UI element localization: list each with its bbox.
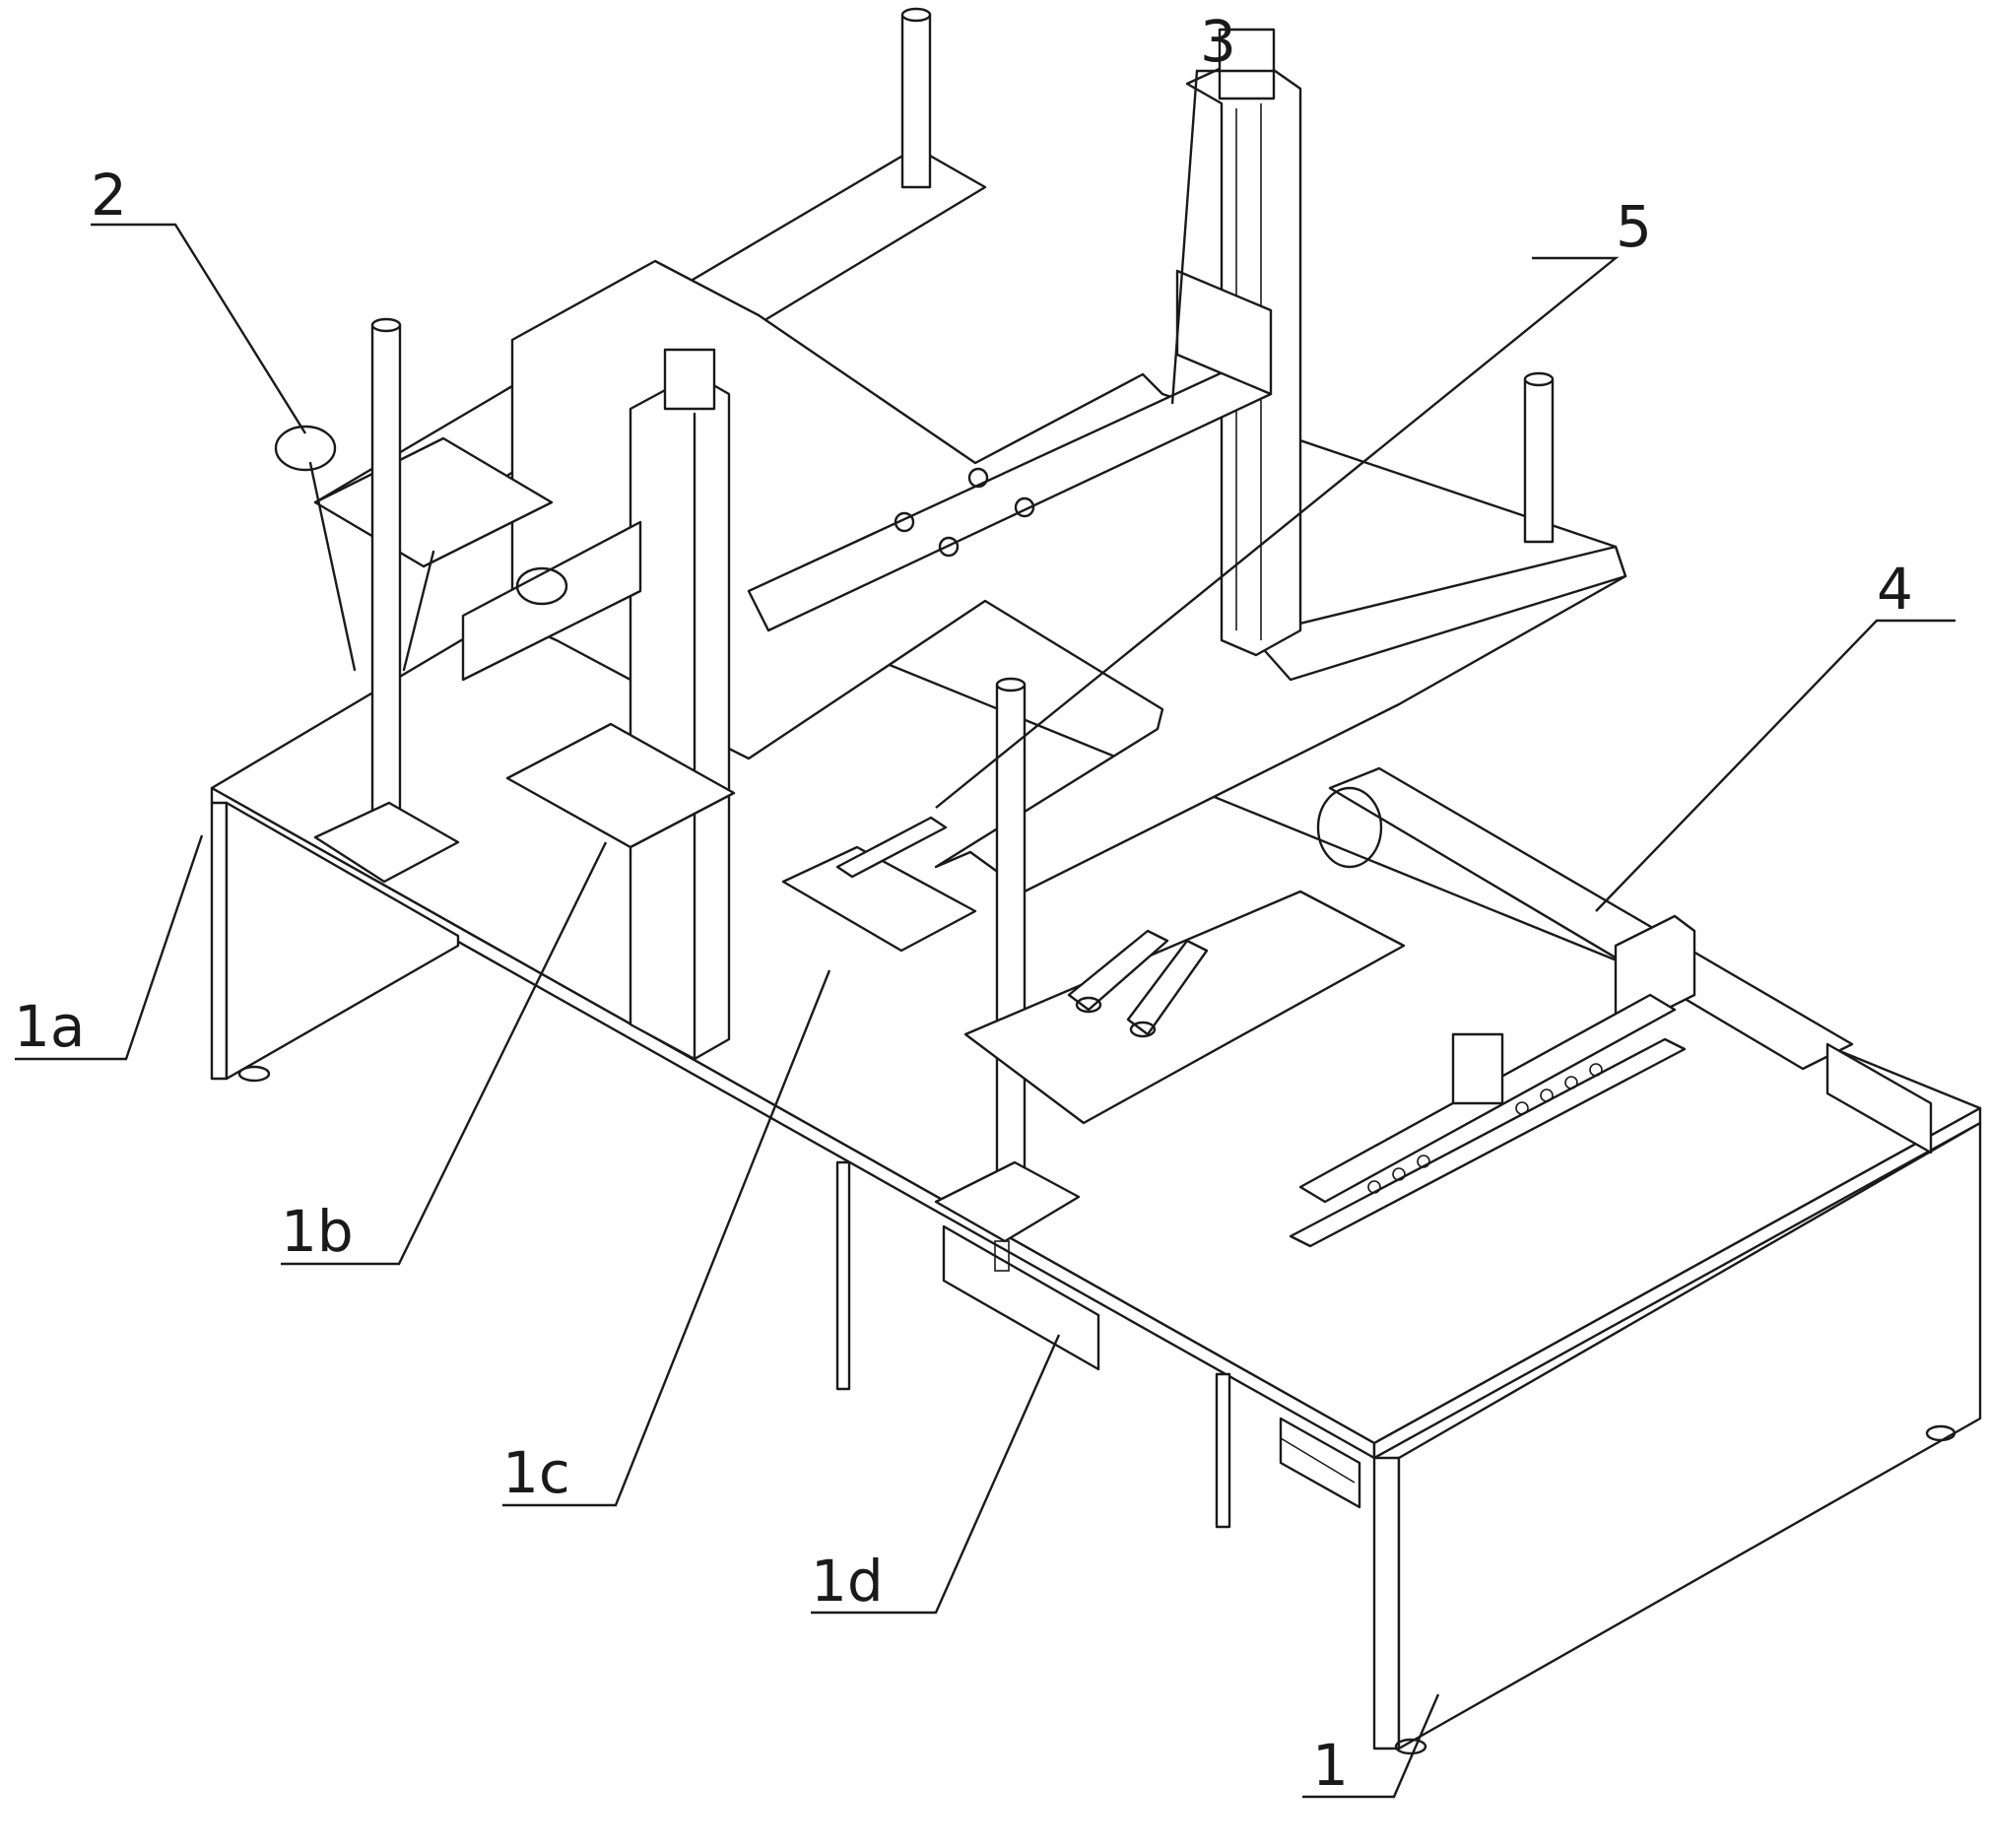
- leader-5: [935, 256, 1620, 809]
- callout-3: 3: [1200, 8, 1236, 75]
- callout-5: 5: [1616, 193, 1652, 260]
- carrier-plate: [1289, 993, 1687, 1248]
- leader-1c: [502, 969, 831, 1507]
- upper-frame: [313, 146, 1627, 893]
- roller-assembly: [274, 425, 642, 682]
- callout-4: 4: [1877, 556, 1913, 623]
- leader-4: [1595, 619, 1956, 912]
- cross-beam: [747, 269, 1273, 632]
- table-frame: [210, 550, 1982, 1755]
- leader-3: [1170, 69, 1275, 405]
- callout-1: 1: [1312, 1732, 1349, 1799]
- leader-1a: [15, 834, 204, 1061]
- callout-1c: 1c: [502, 1439, 570, 1506]
- callout-1a: 1a: [14, 993, 85, 1060]
- linear-actuator: [1316, 766, 1933, 1155]
- link-arms: [835, 816, 1209, 1038]
- leader-1: [1302, 1693, 1440, 1799]
- callout-2: 2: [91, 162, 127, 229]
- leader-1d: [811, 1334, 1061, 1615]
- callout-1d: 1d: [811, 1548, 884, 1615]
- callout-labels: 2 3 5 4 1a 1b 1c 1d 1: [14, 8, 1913, 1799]
- work-area: [505, 722, 1406, 1125]
- leader-lines: [15, 69, 1956, 1799]
- drawer-units: [942, 1224, 1361, 1509]
- leader-1b: [281, 841, 608, 1266]
- suction-holes: [1367, 1063, 1603, 1194]
- callout-1b: 1b: [281, 1198, 354, 1265]
- leader-2: [91, 223, 307, 434]
- guide-posts: [313, 7, 1555, 1243]
